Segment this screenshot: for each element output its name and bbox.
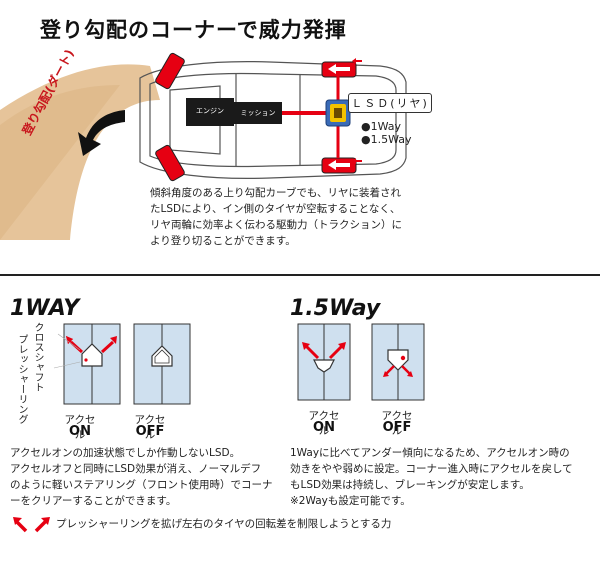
rear-right-direction-icon xyxy=(328,160,350,170)
one-five-way-off-diagram xyxy=(371,323,425,401)
section-divider xyxy=(0,274,600,276)
one-way-on-diagram xyxy=(53,323,121,405)
pressure-ring-label: プレッシャーリング xyxy=(16,334,27,424)
front-right-wheel xyxy=(155,144,185,182)
transmission-block xyxy=(234,102,282,124)
legend-text: プレッシャーリングを拡げ左右のタイヤの回転差を制限しようとする力 xyxy=(56,518,392,530)
one-way-on-small: アクセル xyxy=(64,414,96,441)
one-five-way-diagrams xyxy=(297,323,425,401)
pressure-arrow-right-icon xyxy=(100,340,115,354)
pressure-arrow-left-icon xyxy=(304,344,320,360)
one-way-off-small: アクセル xyxy=(134,414,166,441)
lsd-option-1way: ●1Way xyxy=(361,120,402,133)
pressure-arrow-right-icon xyxy=(328,344,344,360)
one-five-way-off-big: OFF xyxy=(382,420,412,435)
one-way-off-big: OFF xyxy=(135,424,165,439)
cross-shaft-label: クロスシャフト xyxy=(32,322,43,392)
one-way-title: 1WAY xyxy=(10,296,80,321)
rear-left-direction-icon xyxy=(328,64,350,74)
one-five-way-on-diagram xyxy=(297,323,351,401)
one-five-way-off-small: アクセル xyxy=(381,410,413,437)
pressure-arrow-right-icon xyxy=(401,365,411,375)
one-five-way-on-small: アクセル xyxy=(308,410,340,437)
car-illustration xyxy=(0,52,407,240)
top-description: 傾斜角度のある上り勾配カーブでも、リヤに装着され たLSDにより、イン側のタイヤ… xyxy=(150,187,402,247)
lsd-label-box: ＬＳＤ(リヤ) xyxy=(348,93,432,113)
transmission-label: ミッション xyxy=(240,109,276,117)
one-five-way-title: 1.5Way xyxy=(290,296,381,321)
one-way-diagrams xyxy=(53,323,191,405)
engine-block xyxy=(186,98,234,126)
one-five-way-description: 1Wayに比べてアンダー傾向になるため、アクセルオン時の 効きをやや弱めに設定。… xyxy=(290,447,573,507)
one-five-way-on-big: ON xyxy=(313,420,335,435)
pressure-arrow-left-icon xyxy=(385,365,395,375)
one-way-description: アクセルオンの加速状態でしか作動しないLSD。 アクセルオフと同時にLSD効果が… xyxy=(10,447,273,507)
drive-arrow-left-icon xyxy=(352,58,362,64)
one-way-off-diagram xyxy=(133,323,191,405)
lsd-option-1-5way: ●1.5Way xyxy=(361,133,412,146)
legend-arrows-icon xyxy=(13,517,50,533)
drive-arrow-right-icon xyxy=(352,158,362,164)
engine-label: エンジン xyxy=(196,107,224,115)
front-left-wheel xyxy=(155,52,185,90)
one-way-on-big: ON xyxy=(69,424,91,439)
headline: 登り勾配のコーナーで威力発揮 xyxy=(40,18,347,42)
road-shade xyxy=(0,85,120,240)
turn-arrow-icon xyxy=(78,110,125,156)
